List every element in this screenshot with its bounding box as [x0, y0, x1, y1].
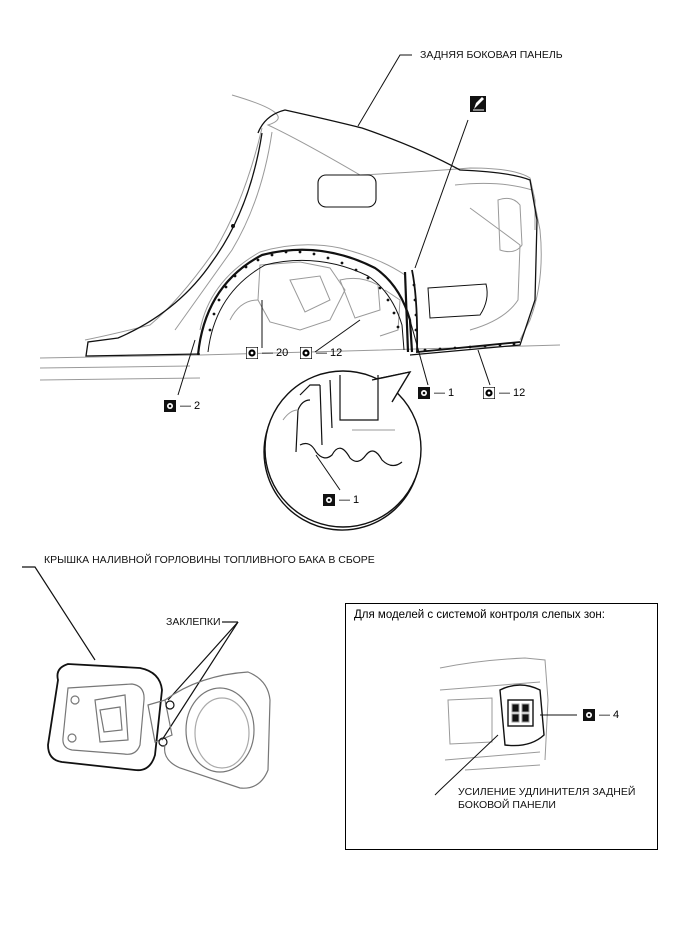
- square-spot-weld-icon: [583, 709, 595, 721]
- weld-ref-text: — 1: [434, 387, 455, 399]
- weld-ref-20: — 20: [246, 347, 288, 359]
- rear-side-panel-label: ЗАДНЯЯ БОКОВАЯ ПАНЕЛЬ: [420, 49, 563, 61]
- reinforcement-label-line1: УСИЛЕНИЕ УДЛИНИТЕЛЯ ЗАДНЕЙ: [458, 786, 636, 798]
- weld-ref-12b: — 12: [483, 387, 525, 399]
- reinforcement-label-line2: БОКОВОЙ ПАНЕЛИ: [458, 799, 556, 811]
- weld-ref-2: — 2: [164, 400, 200, 412]
- weld-ref-1-detail: — 1: [323, 494, 359, 506]
- bsm-callout-box: [345, 603, 658, 850]
- fuel-lid-illustration: [22, 566, 271, 789]
- round-spot-weld-icon: [483, 387, 495, 399]
- pencil-icon: [470, 96, 486, 112]
- bsm-reinforcement-illustration: [434, 657, 577, 796]
- weld-ref-1: — 1: [418, 387, 454, 399]
- square-spot-weld-icon: [164, 400, 176, 412]
- rear-quarter-body-illustration: [39, 94, 561, 381]
- bsm-callout-title: Для моделей с системой контроля слепых з…: [354, 609, 605, 621]
- leader-lines-top: [177, 54, 491, 396]
- detail-magnifier: [263, 370, 422, 531]
- rivets-label: ЗАКЛЕПКИ: [166, 616, 221, 628]
- weld-ref-4: — 4: [583, 709, 619, 721]
- weld-spot-markers: [208, 224, 516, 352]
- weld-ref-text: — 2: [180, 400, 201, 412]
- weld-ref-text: — 12: [499, 387, 526, 399]
- round-spot-weld-icon: [300, 347, 312, 359]
- round-spot-weld-icon: [246, 347, 258, 359]
- fuel-lid-assembly-label: КРЫШКА НАЛИВНОЙ ГОРЛОВИНЫ ТОПЛИВНОГО БАК…: [44, 554, 375, 566]
- quarter-panel-outline: [85, 109, 538, 357]
- weld-ref-text: — 4: [599, 709, 620, 721]
- weld-ref-12a: — 12: [300, 347, 342, 359]
- weld-ref-text: — 12: [316, 347, 343, 359]
- weld-ref-text: — 1: [339, 494, 360, 506]
- square-spot-weld-icon: [323, 494, 335, 506]
- square-spot-weld-icon: [418, 387, 430, 399]
- weld-ref-text: — 20: [262, 347, 289, 359]
